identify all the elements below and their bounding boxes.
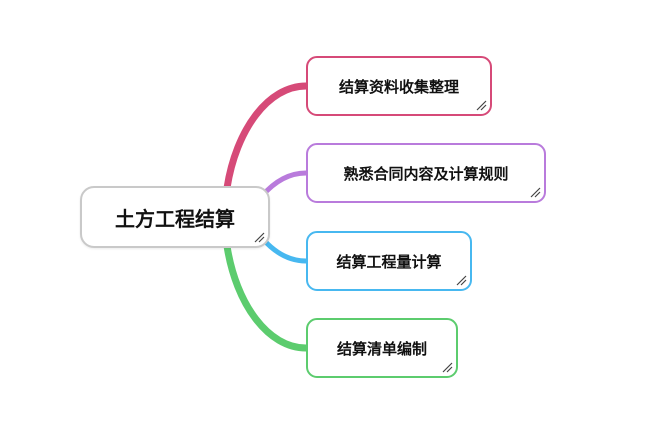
topic-label: 结算资料收集整理 <box>338 77 459 96</box>
topic-collect-settlement-data[interactable]: 结算资料收集整理 <box>306 56 492 116</box>
resize-handle-icon[interactable] <box>441 361 453 373</box>
resize-handle-icon[interactable] <box>455 274 467 286</box>
topic-label: 结算工程量计算 <box>336 252 442 271</box>
resize-handle-icon[interactable] <box>529 186 541 198</box>
topic-label: 熟悉合同内容及计算规则 <box>343 164 509 183</box>
resize-handle-icon[interactable] <box>253 231 265 243</box>
topic-contract-and-rules[interactable]: 熟悉合同内容及计算规则 <box>306 143 546 203</box>
resize-handle-icon[interactable] <box>475 99 487 111</box>
root-topic[interactable]: 土方工程结算 <box>80 186 270 248</box>
branch-connector-1 <box>223 82 310 192</box>
topic-settlement-bill[interactable]: 结算清单编制 <box>306 318 458 378</box>
root-topic-label: 土方工程结算 <box>115 206 235 231</box>
branch-connector-4 <box>223 242 310 352</box>
branch-connector-3 <box>259 235 309 264</box>
topic-quantity-calculation[interactable]: 结算工程量计算 <box>306 231 472 291</box>
branch-connector-2 <box>259 170 309 199</box>
topic-label: 结算清单编制 <box>336 339 427 358</box>
